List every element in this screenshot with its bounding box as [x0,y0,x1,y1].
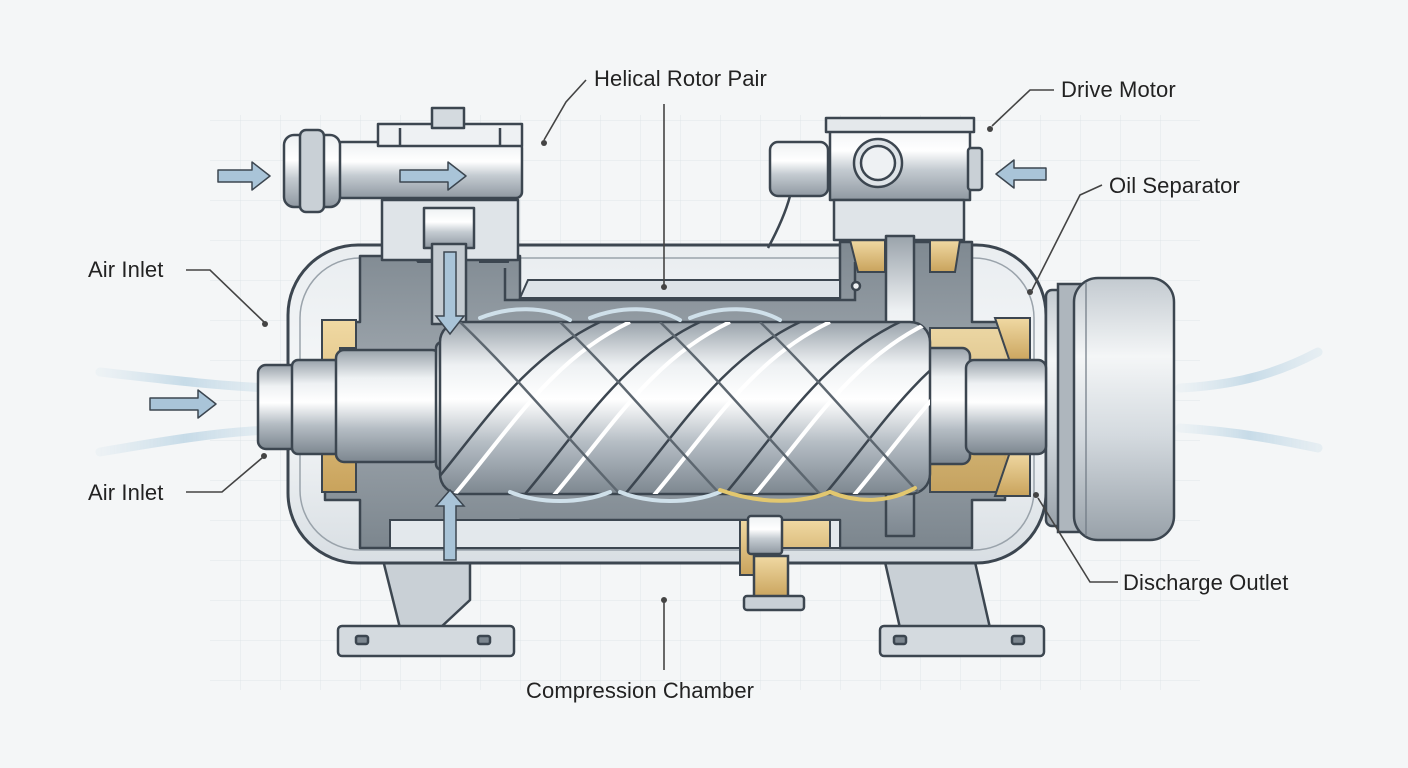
discharge-nozzle [742,514,806,612]
top-flow-channel [518,279,841,299]
label-compression-chamber: Compression Chamber [526,678,755,703]
inlet-arrow-top [217,161,271,191]
label-air-inlet-bottom: Air Inlet [88,480,164,505]
inlet-port-assembly [282,106,524,326]
label-drive-motor: Drive Motor [1061,77,1176,102]
inlet-arrow-left [149,389,217,419]
inlet-arrow-channel [399,161,467,191]
flow-arrows [149,159,1047,419]
bottom-flow-channel [389,519,841,549]
helical-rotor [438,320,932,496]
leader-lines [186,79,1118,670]
label-oil-separator: Oil Separator [1109,173,1240,198]
label-discharge-outlet: Discharge Outlet [1123,570,1289,595]
internal-airflow [478,307,917,503]
label-air-inlet-top: Air Inlet [88,257,164,282]
vertical-flow-arrows [434,251,466,561]
drive-pulley [1044,276,1176,542]
motor-arrow [995,159,1047,189]
label-helical-rotor-pair: Helical Rotor Pair [594,66,767,91]
external-airflow [95,347,1323,457]
